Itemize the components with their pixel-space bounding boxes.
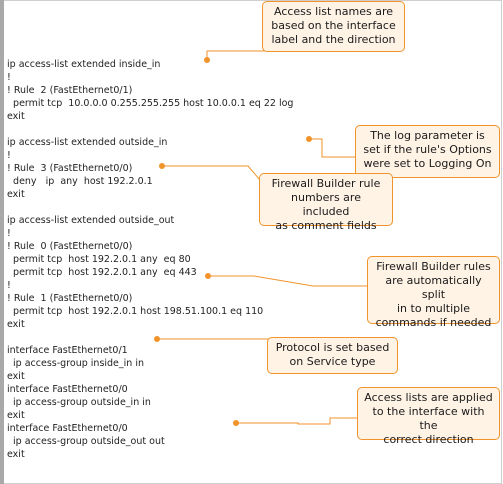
- config-line: exit: [7, 371, 25, 382]
- config-line: interface FastEthernet0/1: [7, 345, 128, 356]
- config-line: exit: [7, 111, 25, 122]
- config-line: !: [7, 280, 11, 291]
- callout-log-parameter: The log parameter is set if the rule's O…: [355, 125, 500, 178]
- config-line: ip access-group inside_in in: [7, 358, 144, 369]
- config-line: ip access-list extended outside_out: [7, 215, 175, 226]
- config-line: permit tcp host 192.2.0.1 any eq 443: [7, 267, 197, 278]
- config-line: ip access-group outside_in in: [7, 397, 151, 408]
- config-line: deny ip any host 192.2.0.1: [7, 176, 153, 187]
- config-line: ! Rule 0 (FastEthernet0/0): [7, 241, 133, 252]
- config-listing: ip access-list extended inside_in ! ! Ru…: [7, 58, 293, 461]
- config-line: ip access-group outside_out out: [7, 436, 165, 447]
- config-line: ! Rule 2 (FastEthernet0/1): [7, 85, 133, 96]
- callout-protocol: Protocol is set based on Service type: [267, 337, 398, 374]
- config-line: ! Rule 1 (FastEthernet0/0): [7, 293, 133, 304]
- config-line: [7, 123, 293, 136]
- config-line: interface FastEthernet0/0: [7, 384, 128, 395]
- config-line: permit tcp host 192.2.0.1 host 198.51.10…: [7, 306, 264, 317]
- callout-split-rules: Firewall Builder rules are automatically…: [367, 256, 500, 329]
- config-line: ip access-list extended inside_in: [7, 59, 161, 70]
- config-line: exit: [7, 189, 25, 200]
- config-line: permit tcp 10.0.0.0 0.255.255.255 host 1…: [7, 98, 294, 109]
- config-line: exit: [7, 410, 25, 421]
- config-line: !: [7, 72, 11, 83]
- config-line: interface FastEthernet0/0: [7, 423, 128, 434]
- config-line: [7, 331, 293, 344]
- callout-rule-numbers: Firewall Builder rule numbers are includ…: [259, 173, 393, 232]
- config-line: permit tcp host 192.2.0.1 any eq 80: [7, 254, 191, 265]
- callout-applied: Access lists are applied to the interfac…: [357, 387, 500, 446]
- config-line: ip access-list extended outside_in: [7, 137, 168, 148]
- config-line: exit: [7, 319, 25, 330]
- config-line: [7, 201, 293, 214]
- callout-acl-names: Access list names are based on the inter…: [262, 1, 405, 52]
- left-margin-bar: [0, 0, 4, 484]
- config-line: !: [7, 150, 11, 161]
- config-line: ! Rule 3 (FastEthernet0/0): [7, 163, 133, 174]
- config-line: exit: [7, 449, 25, 460]
- config-line: !: [7, 228, 11, 239]
